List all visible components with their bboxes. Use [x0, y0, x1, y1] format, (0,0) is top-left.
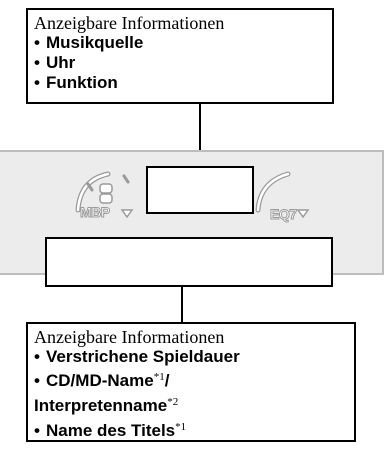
- lower-display-window: [45, 237, 333, 287]
- bottom-box-item: •CD/MD-Name*1/: [34, 371, 170, 390]
- top-box-item: •Musikquelle: [34, 33, 144, 52]
- eq7-knob-label: EQ7: [270, 206, 298, 223]
- bottom-box-list: •Verstrichene Spieldauer •CD/MD-Name*1/ …: [34, 347, 348, 442]
- top-box-heading: Anzeigbare Informationen: [34, 13, 225, 33]
- bottom-box-item: Interpretenname*2: [34, 396, 179, 415]
- top-box-list: •Musikquelle •Uhr •Funktion: [34, 33, 326, 93]
- bottom-info-box: Anzeigbare Informationen •Verstrichene S…: [26, 322, 356, 442]
- mbp-knob-label: MBP: [80, 204, 111, 221]
- mbp-knob-icon: [75, 171, 134, 219]
- connector-line-bottom: [181, 287, 183, 323]
- connector-line-top: [199, 104, 201, 166]
- top-box-item: •Funktion: [34, 73, 118, 92]
- upper-display-window: [146, 166, 254, 214]
- top-box-item: •Uhr: [34, 53, 76, 72]
- eq7-knob-icon: [255, 171, 310, 219]
- bottom-box-item: •Verstrichene Spieldauer: [34, 347, 240, 366]
- top-info-box: Anzeigbare Informationen •Musikquelle •U…: [26, 8, 334, 104]
- bottom-box-item: •Name des Titels*1: [34, 421, 187, 440]
- bottom-box-heading: Anzeigbare Informationen: [34, 327, 225, 347]
